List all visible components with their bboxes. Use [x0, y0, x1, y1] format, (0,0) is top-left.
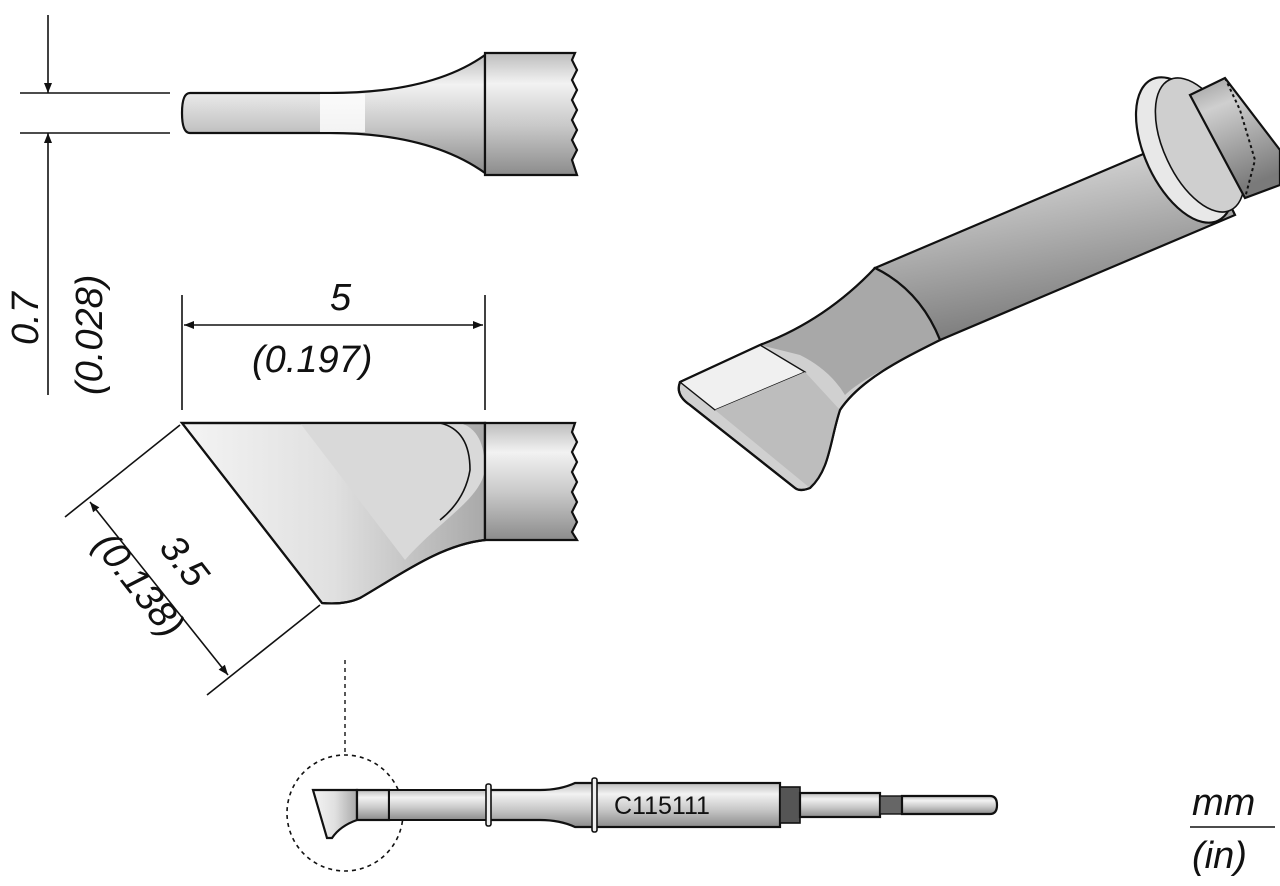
part-number-label: C115111	[614, 792, 710, 820]
side-view	[179, 421, 579, 605]
unit-mm: mm	[1192, 782, 1255, 824]
unit-in: (in)	[1192, 835, 1247, 877]
overall-tip-view: C115111	[286, 660, 999, 872]
top-view	[180, 51, 579, 177]
thickness-mm: 0.7	[5, 290, 47, 345]
units-legend: mm (in)	[1190, 782, 1275, 877]
thickness-in: (0.028)	[69, 275, 111, 395]
thickness-dimension: 0.7 (0.028)	[5, 15, 170, 395]
length-mm: 5	[330, 277, 352, 319]
length-in: (0.197)	[252, 339, 372, 381]
perspective-view	[677, 76, 1280, 492]
length-dimension: 5 (0.197)	[181, 277, 486, 410]
